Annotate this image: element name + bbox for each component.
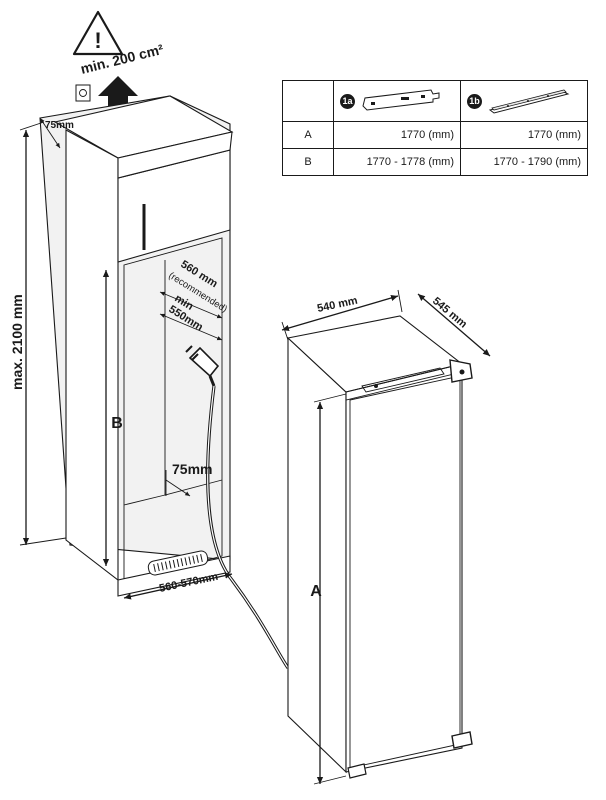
table-row: A 1770 (mm) 1770 (mm) xyxy=(282,121,588,149)
row-a-1b-value: 1770 (mm) xyxy=(460,121,588,149)
row-b-1a-value: 1770 - 1778 (mm) xyxy=(333,148,461,176)
table-header-row: 1a 1b xyxy=(282,80,588,122)
top-gap-label: 75mm xyxy=(45,120,74,131)
row-label-a: A xyxy=(282,121,334,149)
max-height-label: max. 2100 mm xyxy=(9,294,25,390)
socket-icon xyxy=(75,84,91,102)
bracket-1a-icon xyxy=(362,89,440,111)
appliance-height-label: A xyxy=(310,583,322,600)
appliance-width-label: 540 mm xyxy=(316,295,359,315)
warning-icon: ! xyxy=(72,10,124,56)
row-label-b: B xyxy=(282,148,334,176)
warning-symbol: ! xyxy=(94,28,101,53)
badge-1a: 1a xyxy=(340,93,355,109)
niche-height-label: B xyxy=(111,415,123,432)
badge-1b: 1b xyxy=(467,93,482,109)
dimension-table: 1a 1b A xyxy=(282,80,588,176)
row-a-1a-value: 1770 (mm) xyxy=(333,121,461,149)
rail-1b-icon xyxy=(488,89,570,114)
row-b-1b-value: 1770 - 1790 (mm) xyxy=(460,148,588,176)
power-plug-icon xyxy=(185,345,220,387)
appliance-depth-label: 545 mm xyxy=(430,295,469,331)
fridge-appliance xyxy=(286,315,473,779)
table-row: B 1770 - 1778 (mm) 1770 - 1790 (mm) xyxy=(282,148,588,176)
column-header-1a: 1a xyxy=(333,80,461,122)
table-corner-cell xyxy=(282,80,334,122)
column-header-1b: 1b xyxy=(460,80,588,122)
bottom-gap-label: 75mm xyxy=(172,461,212,477)
kitchen-cabinet xyxy=(39,95,234,597)
